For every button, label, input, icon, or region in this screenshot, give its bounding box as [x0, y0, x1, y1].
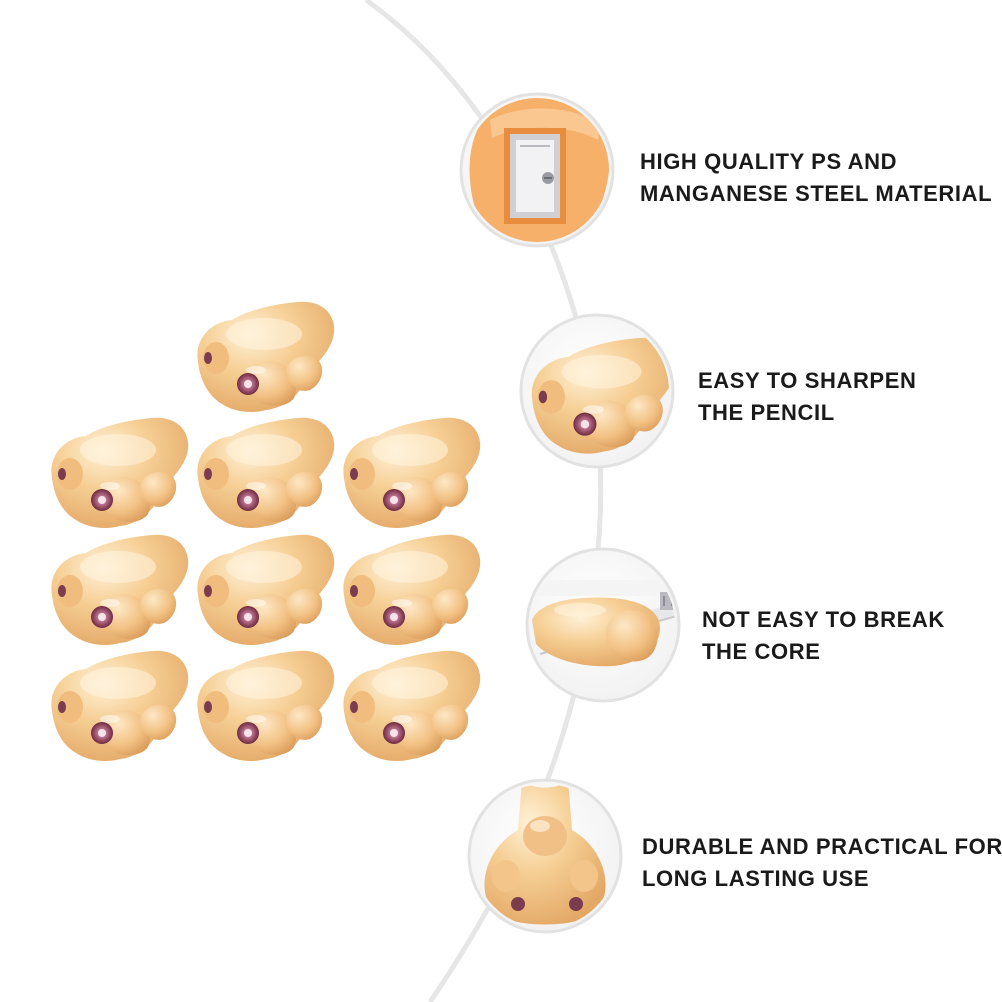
nose-front-view-icon: [467, 778, 623, 934]
feature-text-sharpen: EASY TO SHARPEN THE PENCIL: [698, 365, 916, 429]
nose-sharpener-image: [197, 417, 335, 528]
nose-sharpener-image: [343, 534, 481, 645]
feature-text-core: NOT EASY TO BREAK THE CORE: [702, 604, 945, 668]
nose-sharpener-image: [51, 417, 189, 528]
nose-sharpener-image: [197, 650, 335, 761]
nose-sharpener-image: [51, 534, 189, 645]
feature-text-durable: DURABLE AND PRACTICAL FOR LONG LASTING U…: [642, 831, 1002, 895]
sharpener-blade-icon: [459, 92, 615, 248]
nose-sharpener-image: [343, 417, 481, 528]
nose-sharpener-image: [197, 534, 335, 645]
feature-text-material: HIGH QUALITY PS AND MANGANESE STEEL MATE…: [640, 146, 992, 210]
feature-line: NOT EASY TO BREAK: [702, 607, 945, 632]
feature-line: LONG LASTING USE: [642, 866, 870, 891]
feature-line: THE CORE: [702, 639, 821, 664]
nose-sharpener-image: [343, 650, 481, 761]
nose-pencil-icon: [525, 547, 681, 703]
feature-line: DURABLE AND PRACTICAL FOR: [642, 834, 1002, 859]
feature-line: HIGH QUALITY PS AND: [640, 149, 898, 174]
feature-line: EASY TO SHARPEN: [698, 368, 917, 393]
feature-line: MANGANESE STEEL MATERIAL: [640, 181, 993, 206]
product-grid: [51, 301, 481, 761]
nose-side-view-icon: [519, 313, 675, 469]
feature-line: THE PENCIL: [698, 400, 835, 425]
nose-sharpener-image: [197, 301, 335, 412]
nose-sharpener-image: [51, 650, 189, 761]
